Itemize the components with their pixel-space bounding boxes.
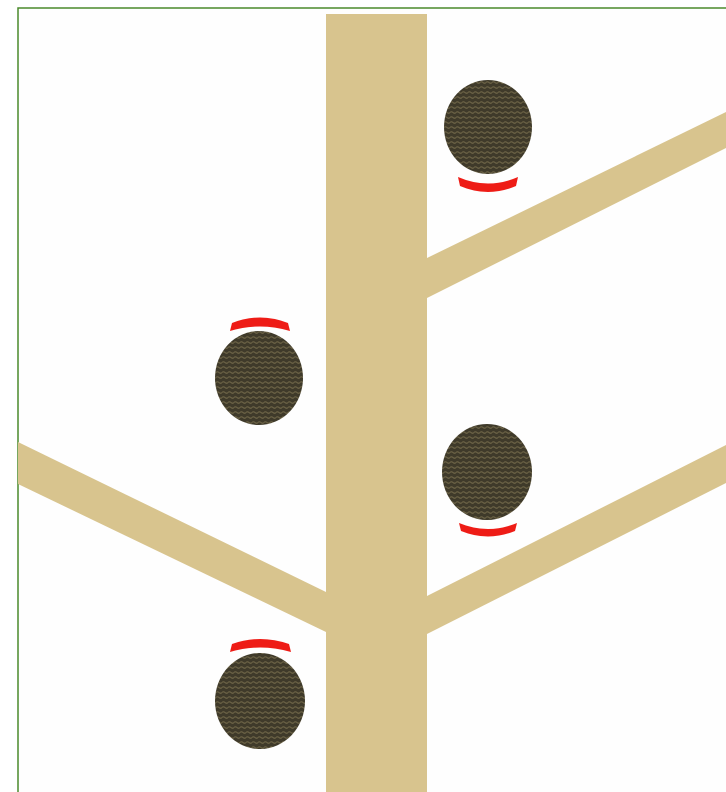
trunk [326,14,427,792]
